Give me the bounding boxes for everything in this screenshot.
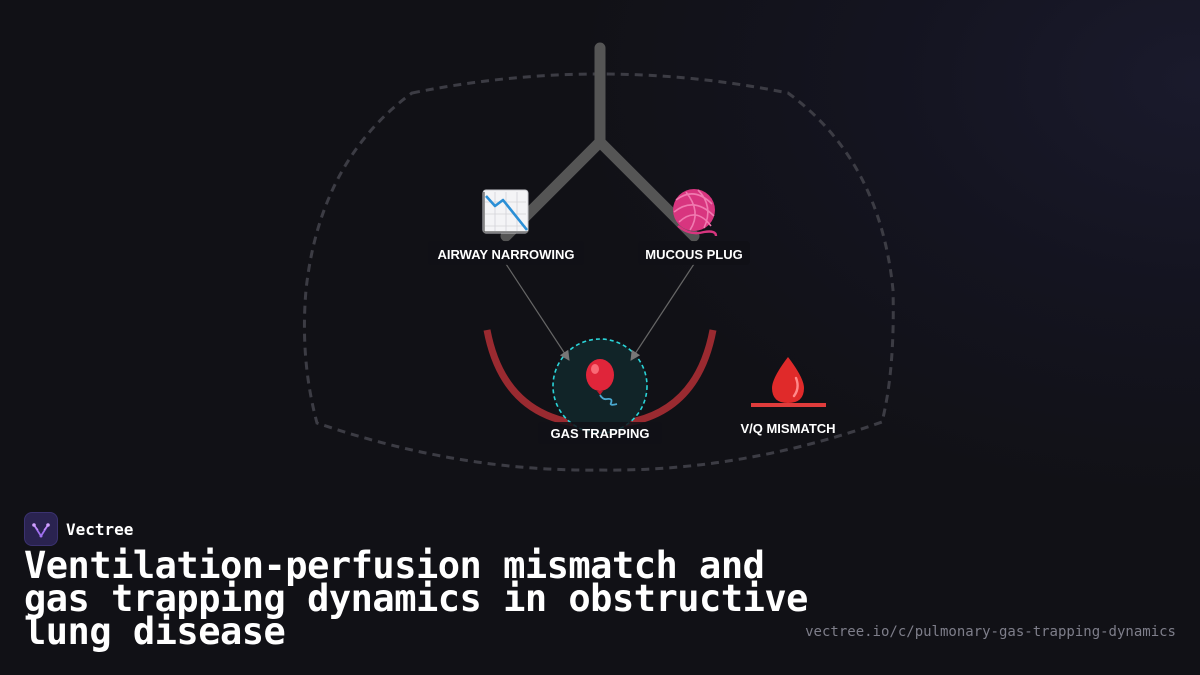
source-url: vectree.io/c/pulmonary-gas-trapping-dyna… — [805, 624, 1176, 640]
gas-trapping-label: GAS TRAPPING — [551, 426, 650, 441]
yarn-ball-icon — [673, 189, 718, 237]
edge-mucous-to-gas — [630, 263, 695, 361]
mucous-plug-label: MUCOUS PLUG — [645, 247, 743, 262]
node-gas-trapping: GAS TRAPPING — [538, 338, 662, 444]
node-vq-mismatch: V/Q MISMATCH — [740, 357, 836, 436]
mucous-label-bg — [638, 241, 750, 265]
page-title: Ventilation-perfusion mismatch and gas t… — [24, 544, 808, 653]
edge-airway-to-gas — [505, 263, 570, 361]
node-airway-narrowing: AIRWAY NARROWING — [428, 189, 584, 265]
lung-outline — [302, 72, 895, 472]
airway-label-bg — [428, 241, 584, 265]
airway-narrowing-label: AIRWAY NARROWING — [438, 247, 575, 262]
balloon-icon — [586, 359, 618, 406]
vq-bar — [751, 403, 826, 407]
brand-logo-icon — [24, 512, 58, 546]
gas-trapping-label-bg — [538, 422, 662, 444]
vq-mismatch-label: V/Q MISMATCH — [740, 421, 835, 436]
node-mucous-plug: MUCOUS PLUG — [638, 189, 750, 265]
brand-name: Vectree — [66, 519, 134, 539]
brand: Vectree — [24, 512, 133, 546]
chart-decreasing-icon — [482, 189, 529, 234]
blood-drop-icon — [772, 357, 804, 403]
